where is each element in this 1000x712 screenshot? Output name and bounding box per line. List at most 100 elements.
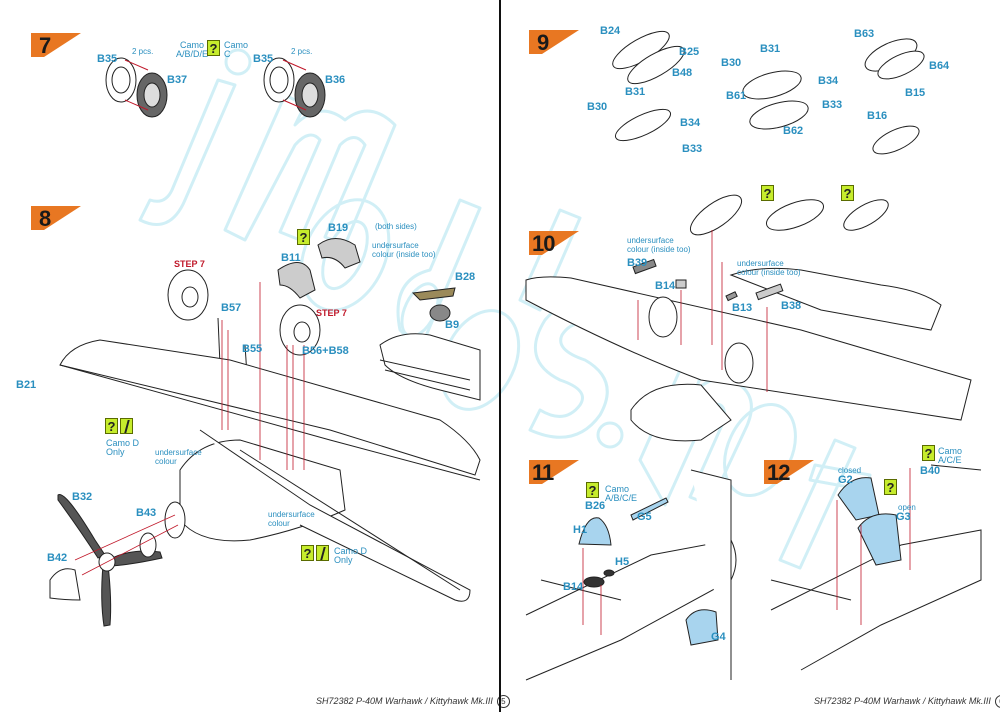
- part-label-b14: B14: [655, 280, 676, 292]
- part-b9: [429, 304, 451, 322]
- camo-d-note: Camo D: [106, 438, 140, 448]
- part-label-h5: H5: [615, 556, 630, 568]
- part-label-b34: B34: [680, 117, 701, 129]
- question-mark-icon: ?: [586, 482, 599, 498]
- part-b14: [583, 576, 605, 588]
- question-mark-icon: ?: [301, 545, 314, 561]
- quantity-note: 2 pcs.: [132, 47, 154, 56]
- part-b38: [755, 283, 784, 301]
- camo-d-note: Only: [106, 447, 125, 457]
- part-label-b13: B13: [732, 302, 753, 314]
- part-label-b42: B42: [47, 552, 68, 564]
- question-mark-icon: ?: [207, 40, 220, 56]
- instruction-page-6: 9 10 11 12 B24 B25 B48 B31 B30 B34 B33 B…: [501, 0, 1000, 712]
- part-label-b19: B19: [328, 222, 349, 234]
- camo-note: A/C/E: [938, 455, 962, 465]
- part-label-h1: H1: [573, 524, 588, 536]
- part-label-b30: B30: [721, 57, 742, 69]
- part-label-b61: B61: [726, 90, 747, 102]
- step-11-badge: 11: [529, 460, 579, 486]
- part-label-b14: B14: [563, 581, 584, 593]
- footer-title: SH72382 P-40M Warhawk / Kittyhawk Mk.III: [814, 696, 991, 706]
- page-footer: SH72382 P-40M Warhawk / Kittyhawk Mk.III…: [814, 695, 1000, 708]
- slash-paint-icon: [120, 418, 133, 434]
- both-sides-note: (both sides): [375, 222, 417, 231]
- part-label-b62: B62: [783, 125, 804, 137]
- question-mark-icon: ?: [922, 445, 935, 461]
- quantity-note: 2 pcs.: [291, 47, 313, 56]
- drop-tank-b30: [614, 108, 672, 142]
- undersurface-note: colour (inside too): [627, 245, 691, 254]
- part-label-b56-b58: B56+B58: [302, 345, 349, 357]
- part-label-b39: B39: [627, 257, 648, 269]
- question-mark-icon: ?: [105, 418, 118, 434]
- part-label-b26: B26: [585, 500, 606, 512]
- part-b13: [725, 291, 738, 302]
- part-b14: [675, 279, 687, 289]
- camo-d-note: Camo D: [334, 546, 368, 556]
- part-label-g3: G3: [896, 511, 911, 523]
- question-mark-icon: ?: [841, 185, 854, 201]
- instruction-page-5: 7 8 B35 B37 B35 B36 2 pcs. 2 pcs. Camo A…: [0, 0, 510, 712]
- open-note: open: [898, 503, 916, 512]
- part-b28: [411, 287, 456, 301]
- undersurface-note: colour (inside too): [372, 250, 436, 259]
- part-label-b25: B25: [679, 46, 700, 58]
- part-label-b16: B16: [867, 110, 888, 122]
- step-9-badge: 9: [529, 30, 579, 56]
- part-label-b34: B34: [818, 75, 839, 87]
- part-label-b21: B21: [16, 379, 37, 391]
- page-number: 5: [496, 695, 510, 708]
- step-8-badge: 8: [31, 206, 81, 232]
- part-h5: [603, 569, 615, 577]
- drop-tank-b61: [742, 70, 802, 100]
- page-footer: SH72382 P-40M Warhawk / Kittyhawk Mk.III…: [316, 695, 510, 708]
- wheel-assembly-b36: [263, 57, 326, 118]
- part-label-b31: B31: [760, 43, 781, 55]
- drop-tank: [689, 194, 743, 236]
- part-label-b36: B36: [325, 74, 346, 86]
- glass-g4: [685, 609, 719, 646]
- part-label-b24: B24: [600, 25, 621, 37]
- camo-note: Camo: [605, 484, 630, 494]
- question-mark-icon: ?: [884, 479, 897, 495]
- part-label-b11: B11: [281, 252, 301, 264]
- part-label-g5: G5: [637, 511, 652, 523]
- bomb-b16: [872, 125, 920, 155]
- part-label-b30: B30: [587, 101, 608, 113]
- step-reference: STEP 7: [316, 308, 347, 318]
- part-label-b31: B31: [625, 86, 646, 98]
- part-label-b33: B33: [682, 143, 703, 155]
- part-label-b33: B33: [822, 99, 843, 111]
- page-divider: [499, 0, 501, 712]
- camo-d-note: Only: [334, 555, 353, 565]
- part-label-b35: B35: [253, 53, 274, 65]
- part-label-b9: B9: [445, 319, 460, 331]
- part-label-g2: G2: [838, 474, 853, 486]
- part-label-b15: B15: [905, 87, 926, 99]
- part-label-b55: B55: [242, 343, 263, 355]
- undersurface-note: undersurface: [372, 241, 419, 250]
- question-mark-icon: ?: [297, 229, 310, 245]
- part-label-b64: B64: [929, 60, 950, 72]
- undersurface-note: colour: [268, 519, 290, 528]
- step-12-badge: 12: [764, 460, 814, 486]
- part-label-b32: B32: [72, 491, 93, 503]
- part-label-b48: B48: [672, 67, 693, 79]
- part-label-b57: B57: [221, 302, 242, 314]
- part-label-b28: B28: [455, 271, 476, 283]
- slash-paint-icon: [316, 545, 329, 561]
- part-label-b63: B63: [854, 28, 875, 40]
- part-label-b35: B35: [97, 53, 118, 65]
- canopy-g2: [837, 477, 880, 521]
- part-label-b43: B43: [136, 507, 157, 519]
- assembly-drawings-left: [49, 57, 481, 627]
- camo-note-left: Camo: [179, 40, 204, 50]
- undersurface-note: colour (inside too): [737, 268, 801, 277]
- part-label-b38: B38: [781, 300, 802, 312]
- part-label-g4: G4: [711, 631, 726, 643]
- canopy-h1: [578, 517, 612, 546]
- drop-tank: [766, 199, 824, 231]
- undersurface-note: undersurface: [737, 259, 784, 268]
- part-b19: [317, 238, 361, 269]
